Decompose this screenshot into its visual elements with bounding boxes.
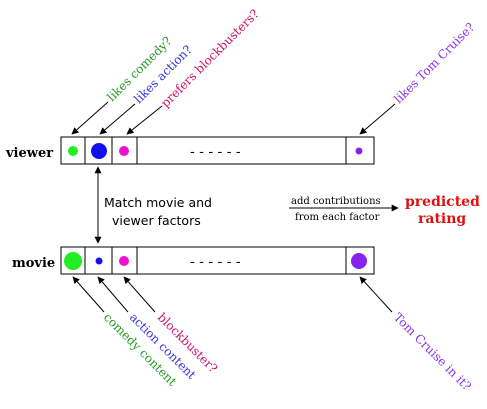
viewer-ellipsis: - - - - - - xyxy=(190,144,241,160)
rating-label: rating xyxy=(418,211,466,227)
movie-ellipsis: - - - - - - xyxy=(190,254,241,270)
movie-row-label: movie xyxy=(12,256,55,271)
movie-comedy-arrow xyxy=(72,276,105,313)
movie-vector-box xyxy=(60,246,375,275)
movie-action-dot xyxy=(95,257,103,265)
viewer-row-label: viewer xyxy=(5,146,53,161)
movie-blockbuster-arrow xyxy=(123,276,156,313)
viewer-action-dot xyxy=(91,143,107,159)
viewer-comedy-arrow xyxy=(71,101,109,135)
movie-tom-cruise-dot xyxy=(351,253,367,269)
movie-blockbuster-dot xyxy=(119,256,129,266)
match-label-line2: viewer factors xyxy=(112,213,201,228)
viewer-tom-cruise-arrow xyxy=(359,103,396,135)
viewer-blockbuster-arrow xyxy=(126,105,163,135)
movie-action-arrow xyxy=(97,276,129,313)
predicted-label: predicted xyxy=(405,194,480,210)
viewer-vector-box xyxy=(60,136,375,165)
combine-label-line1: add contributions xyxy=(291,196,381,207)
viewer-action-arrow xyxy=(99,103,136,135)
viewer-vector: - - - - - - xyxy=(60,136,375,165)
movie-tom-cruise-annotation: Tom Cruise in it? xyxy=(391,310,474,393)
match-label-line1: Match movie and xyxy=(104,195,212,210)
viewer-comedy-dot xyxy=(68,146,78,156)
movie-tom-cruise-arrow xyxy=(359,276,393,313)
combine-label-line2: from each factor xyxy=(295,212,380,223)
movie-vector: - - - - - - xyxy=(60,246,375,275)
movie-comedy-dot xyxy=(64,252,82,270)
viewer-tom-cruise-dot xyxy=(355,147,363,155)
viewer-blockbuster-dot xyxy=(119,146,129,156)
viewer-tom-cruise-annotation: likes Tom Cruise? xyxy=(391,20,477,106)
